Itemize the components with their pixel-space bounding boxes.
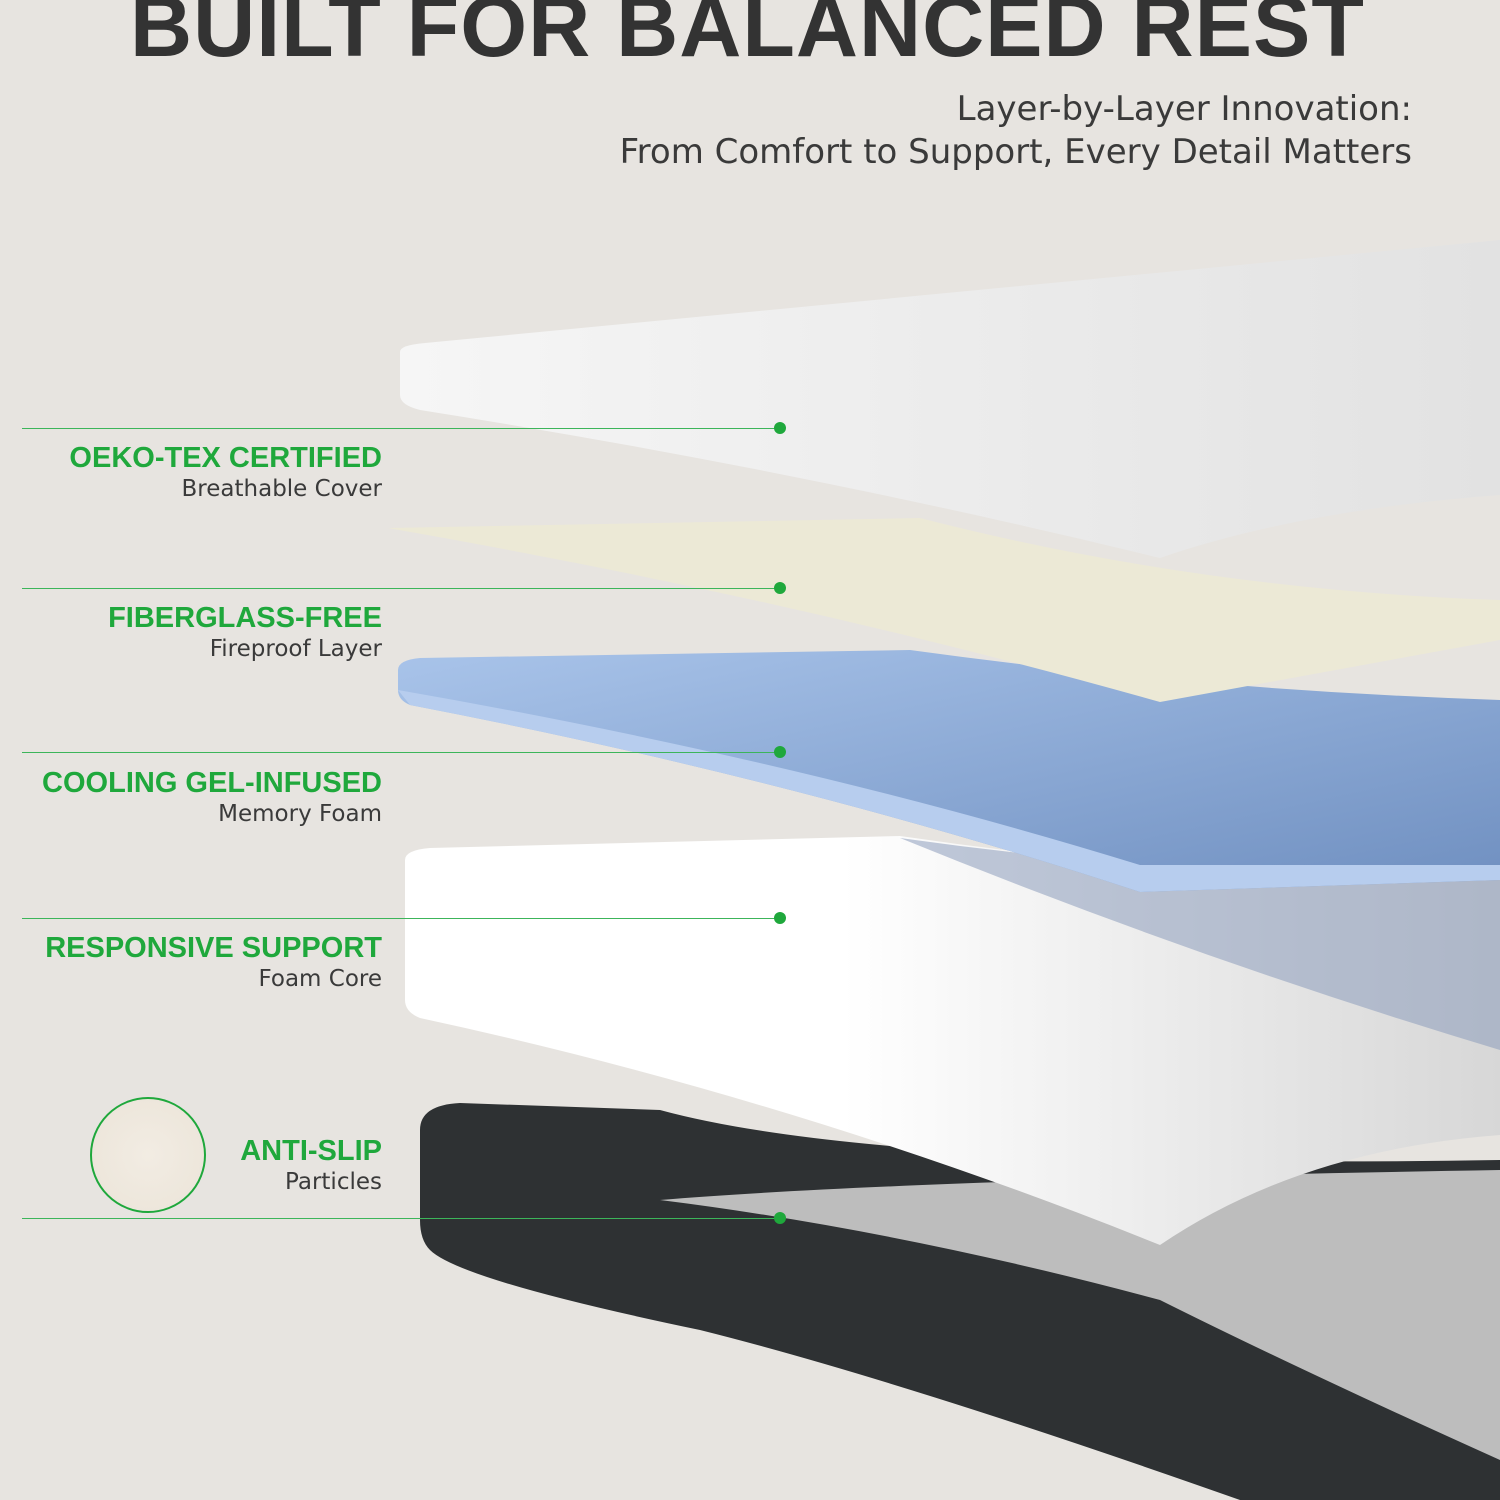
callout-dot <box>774 582 786 594</box>
callout-line <box>22 428 780 429</box>
cover-layer <box>400 240 1500 558</box>
layer-heading: FIBERGLASS-FREE <box>108 602 382 634</box>
callout-dot <box>774 746 786 758</box>
page-title: BUILT FOR BALANCED REST <box>130 0 1365 75</box>
subtitle-line-1: Layer-by-Layer Innovation: <box>956 89 1412 129</box>
layer-subheading: Fireproof Layer <box>209 636 382 662</box>
callout-dot <box>774 1212 786 1224</box>
callout-line <box>22 1218 780 1219</box>
layer-subheading: Memory Foam <box>218 801 382 827</box>
callout-line <box>22 588 780 589</box>
layer-label-cover: OEKO-TEX CERTIFIED Breathable Cover <box>69 442 382 504</box>
layer-heading: COOLING GEL-INFUSED <box>42 767 382 799</box>
layer-heading: RESPONSIVE SUPPORT <box>45 932 382 964</box>
anti-slip-texture-swatch <box>90 1097 206 1213</box>
layer-label-support-core: RESPONSIVE SUPPORT Foam Core <box>45 932 382 994</box>
layer-subheading: Breathable Cover <box>181 476 382 502</box>
layer-subheading: Particles <box>285 1169 382 1195</box>
layer-label-fireproof: FIBERGLASS-FREE Fireproof Layer <box>108 602 382 664</box>
layer-subheading: Foam Core <box>258 966 382 992</box>
callout-line <box>22 918 780 919</box>
support-foam-layer <box>405 836 1500 1245</box>
layer-label-memory-foam: COOLING GEL-INFUSED Memory Foam <box>42 767 382 829</box>
subtitle-line-2: From Comfort to Support, Every Detail Ma… <box>619 132 1412 172</box>
subtitle: Layer-by-Layer Innovation: From Comfort … <box>620 88 1412 174</box>
callout-dot <box>774 912 786 924</box>
layer-heading: OEKO-TEX CERTIFIED <box>69 442 382 474</box>
fireproof-layer <box>388 518 1500 702</box>
callout-line <box>22 752 780 753</box>
layer-label-anti-slip: ANTI-SLIP Particles <box>240 1135 382 1197</box>
callout-dot <box>774 422 786 434</box>
gel-memory-foam-layer <box>398 650 1500 892</box>
layer-heading: ANTI-SLIP <box>240 1135 382 1167</box>
